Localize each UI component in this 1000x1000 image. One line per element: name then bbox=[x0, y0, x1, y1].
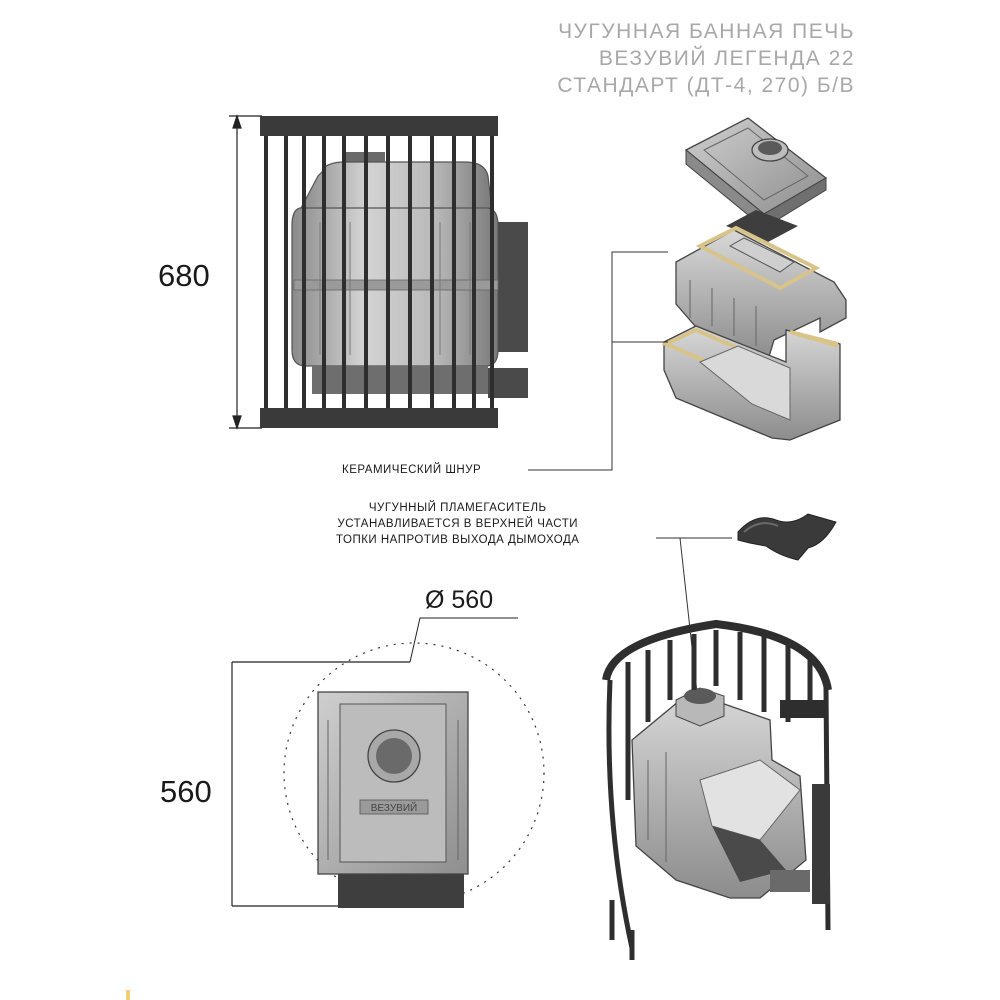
exploded-view bbox=[528, 117, 847, 721]
plate-logo: ВЕЗУВИЙ bbox=[371, 801, 417, 814]
depth-dimension-label: 560 bbox=[160, 774, 212, 809]
flame-arrester bbox=[737, 513, 837, 561]
grill-cage bbox=[260, 116, 498, 428]
ceramic-cord-leader bbox=[528, 251, 668, 471]
lower-section bbox=[661, 325, 841, 441]
cutaway-view bbox=[602, 619, 832, 960]
product-title: ЧУГУННАЯ БАННАЯ ПЕЧЬ ВЕЗУВИЙ ЛЕГЕНДА 22 … bbox=[455, 18, 855, 99]
flame-arrester-line-2: УСТАНАВЛИВАЕТСЯ В ВЕРХНЕЙ ЧАСТИ bbox=[337, 518, 578, 530]
top-plate-inner bbox=[339, 703, 447, 863]
height-dimension-line bbox=[229, 114, 262, 430]
height-dimension-label: 680 bbox=[158, 258, 210, 293]
top-cover bbox=[684, 117, 828, 230]
diameter-leader bbox=[409, 617, 518, 663]
ceramic-cord-label: КЕРАМИЧЕСКИЙ ШНУР bbox=[342, 464, 482, 476]
cutaway-stove bbox=[631, 687, 810, 899]
front-view bbox=[229, 114, 528, 430]
title-line-1: ЧУГУННАЯ БАННАЯ ПЕЧЬ bbox=[558, 20, 855, 43]
fuel-tunnel-top bbox=[338, 874, 464, 908]
chimney-opening bbox=[376, 738, 412, 774]
corner-mark bbox=[126, 990, 130, 1000]
damper-plate bbox=[726, 210, 798, 242]
upper-section bbox=[675, 225, 847, 361]
diameter-dimension-label: Ø 560 bbox=[425, 586, 494, 614]
title-line-2: ВЕЗУВИЙ ЛЕГЕНДА 22 bbox=[598, 47, 855, 70]
ceramic-cord-upper bbox=[695, 225, 821, 291]
flame-arrester-line-1: ЧУГУННЫЙ ПЛАМЕГАСИТЕЛЬ bbox=[368, 502, 547, 514]
title-line-3: СТАНДАРТ (ДТ-4, 270) Б/В bbox=[557, 74, 855, 97]
grill-outline bbox=[283, 642, 545, 904]
fuel-tunnel-base bbox=[488, 368, 528, 398]
flame-arrester-label: ЧУГУННЫЙ ПЛАМЕГАСИТЕЛЬ УСТАНАВЛИВАЕТСЯ В… bbox=[336, 500, 579, 548]
flame-arrester-line-3: ТОПКИ НАПРОТИВ ВЫХОДА ДЫМОХОДА bbox=[336, 534, 580, 546]
depth-dimension-line bbox=[231, 661, 410, 907]
plate-logo-area bbox=[359, 799, 429, 815]
top-view: ВЕЗУВИЙ bbox=[231, 617, 545, 908]
